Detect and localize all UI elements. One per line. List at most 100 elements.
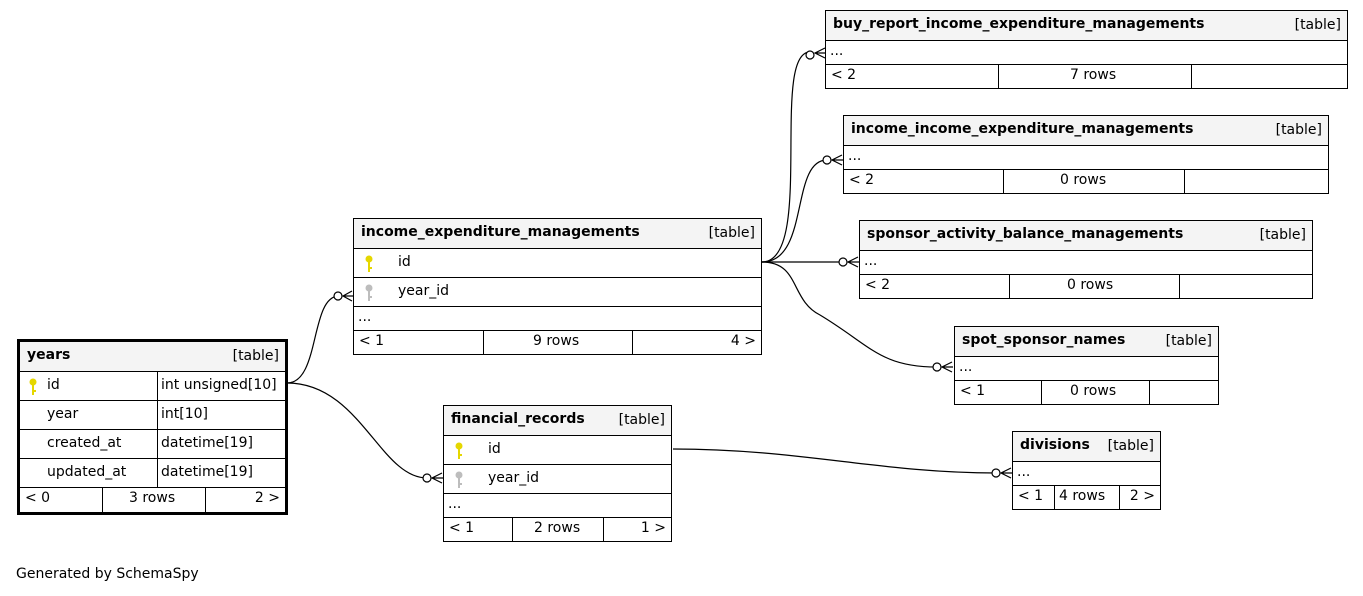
table-kind: [table]: [1107, 438, 1154, 454]
column-row[interactable]: year int[10]: [20, 401, 285, 430]
table-kind: [table]: [618, 412, 665, 428]
table-kind: [table]: [232, 348, 279, 364]
table-name: financial_records: [451, 411, 585, 427]
children-link[interactable]: 4 >: [730, 333, 756, 349]
table-name: sponsor_activity_balance_managements: [867, 226, 1184, 242]
table-footer: < 1 0 rows: [955, 381, 1218, 405]
more-columns: ...: [444, 494, 671, 518]
table-name: buy_report_income_expenditure_management…: [833, 16, 1205, 32]
crowfoot: [813, 47, 826, 59]
table-kind: [table]: [1259, 227, 1306, 243]
table-footer: < 2 7 rows: [826, 65, 1347, 89]
divider: [102, 488, 103, 512]
table-name: income_income_expenditure_managements: [851, 121, 1194, 137]
edge-financial-divisions: [672, 448, 997, 474]
table-footer: < 1 9 rows 4 >: [354, 331, 761, 355]
edge-iem-buy-report: [761, 51, 811, 263]
children-link[interactable]: 2 >: [1129, 488, 1155, 504]
table-header: financial_records [table]: [444, 406, 671, 436]
table-footer: < 1 4 rows 2 >: [1013, 486, 1160, 510]
column-row[interactable]: updated_at datetime[19]: [20, 459, 285, 488]
column-name: year_id: [398, 283, 450, 299]
crowfoot-circle: [838, 257, 848, 267]
ellipsis-text: ...: [358, 309, 372, 325]
table-header: income_income_expenditure_managements [t…: [844, 116, 1328, 146]
divider: [1184, 170, 1185, 194]
divider: [998, 65, 999, 89]
crowfoot-circle: [932, 362, 942, 372]
table-buy-report-income-expenditure-managements[interactable]: buy_report_income_expenditure_management…: [825, 10, 1348, 89]
table-spot-sponsor-names[interactable]: spot_sponsor_names [table] ... < 1 0 row…: [954, 326, 1219, 405]
table-sponsor-activity-balance-managements[interactable]: sponsor_activity_balance_managements [ta…: [859, 220, 1313, 299]
row-count: 2 rows: [534, 520, 581, 536]
divider: [157, 430, 158, 458]
column-type: int[10]: [161, 406, 208, 422]
table-footer: < 2 0 rows: [844, 170, 1328, 194]
crowfoot-circle: [822, 155, 832, 165]
column-row[interactable]: year_id: [354, 278, 761, 307]
column-type: int unsigned[10]: [161, 377, 277, 393]
column-name: updated_at: [47, 464, 127, 480]
more-columns: ...: [354, 307, 761, 331]
divider: [512, 518, 513, 542]
edge-iem-income-income: [761, 159, 828, 263]
more-columns: ...: [860, 251, 1312, 275]
table-kind: [table]: [1275, 122, 1322, 138]
divider: [1003, 170, 1004, 194]
divider: [1119, 486, 1120, 510]
table-footer: < 2 0 rows: [860, 275, 1312, 299]
parents-link[interactable]: < 2: [849, 172, 875, 188]
children-link[interactable]: 1 >: [640, 520, 666, 536]
table-header: divisions [table]: [1013, 432, 1160, 462]
table-header: years [table]: [20, 342, 285, 372]
crowfoot: [846, 256, 859, 268]
more-columns: ...: [1013, 462, 1160, 486]
column-type: datetime[19]: [161, 464, 253, 480]
divider: [157, 459, 158, 487]
parents-link[interactable]: < 1: [359, 333, 385, 349]
divider: [157, 401, 158, 429]
column-name: id: [398, 254, 411, 270]
divider: [632, 331, 633, 355]
table-header: spot_sponsor_names [table]: [955, 327, 1218, 357]
column-row[interactable]: id: [444, 436, 671, 465]
table-income-income-expenditure-managements[interactable]: income_income_expenditure_managements [t…: [843, 115, 1329, 194]
row-count: 0 rows: [1067, 277, 1114, 293]
column-name: id: [47, 377, 60, 393]
parents-link[interactable]: < 2: [865, 277, 891, 293]
table-kind: [table]: [1165, 333, 1212, 349]
table-footer: < 1 2 rows 1 >: [444, 518, 671, 542]
column-name: id: [488, 441, 501, 457]
column-row[interactable]: year_id: [444, 465, 671, 494]
table-years[interactable]: years [table] id int unsigned[10] year i…: [17, 339, 288, 515]
table-income-expenditure-managements[interactable]: income_expenditure_managements [table] i…: [353, 218, 762, 355]
divider: [205, 488, 206, 512]
children-link[interactable]: 2 >: [254, 490, 280, 506]
edge-iem-spot-sponsor: [761, 261, 938, 368]
divider: [603, 518, 604, 542]
parents-link[interactable]: < 0: [25, 490, 51, 506]
parents-link[interactable]: < 1: [1018, 488, 1044, 504]
row-count: 0 rows: [1060, 172, 1107, 188]
crowfoot-circle: [805, 50, 815, 60]
column-row[interactable]: created_at datetime[19]: [20, 430, 285, 459]
parents-link[interactable]: < 1: [960, 383, 986, 399]
table-header: buy_report_income_expenditure_management…: [826, 11, 1347, 41]
ellipsis-text: ...: [848, 148, 862, 164]
parents-link[interactable]: < 1: [449, 520, 475, 536]
ellipsis-text: ...: [830, 43, 844, 59]
foreign-key-icon: [455, 471, 463, 488]
table-header: income_expenditure_managements [table]: [354, 219, 761, 249]
crowfoot: [341, 290, 354, 302]
ellipsis-text: ...: [1017, 464, 1031, 480]
column-row[interactable]: id: [354, 249, 761, 278]
primary-key-icon: [29, 378, 37, 395]
crowfoot-circle: [422, 473, 432, 483]
table-divisions[interactable]: divisions [table] ... < 1 4 rows 2 >: [1012, 431, 1161, 510]
column-row[interactable]: id int unsigned[10]: [20, 372, 285, 401]
parents-link[interactable]: < 2: [831, 67, 857, 83]
table-financial-records[interactable]: financial_records [table] id year_id ...…: [443, 405, 672, 542]
column-type: datetime[19]: [161, 435, 253, 451]
table-name: income_expenditure_managements: [361, 224, 640, 240]
